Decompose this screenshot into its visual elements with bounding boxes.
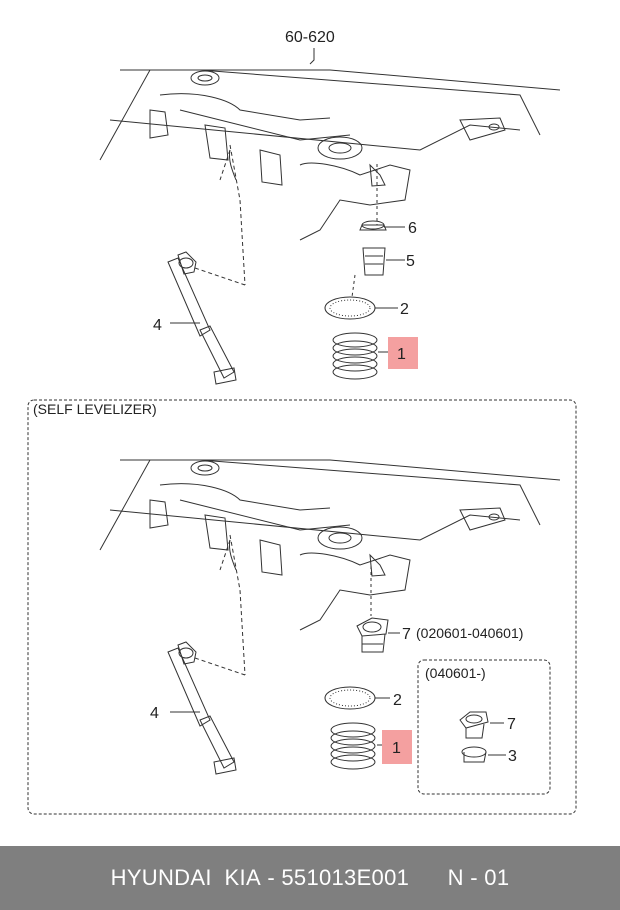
callout-4: 4	[153, 317, 162, 334]
inset-assembly: 7 (020601-040601) 2 4 1	[99, 459, 561, 775]
callout-4-inset: 4	[150, 705, 159, 722]
self-levelizer-inset	[27, 399, 577, 815]
sub-box-040601	[417, 659, 551, 795]
frame-drawing-top	[99, 69, 561, 286]
part-1-coil-spring-inset	[330, 722, 376, 770]
shock-absorber-top	[167, 251, 237, 385]
callout-6: 6	[408, 220, 417, 237]
reference-code: 60-620	[285, 29, 335, 46]
part-1-coil-spring-top	[332, 332, 378, 380]
frame-drawing-inset	[99, 459, 561, 676]
callout-5: 5	[406, 253, 415, 270]
part-7-mount-late	[459, 711, 489, 739]
shock-absorber-inset	[167, 641, 237, 775]
part-2-spring-seat-inset	[324, 686, 376, 710]
part-7-mount	[356, 617, 389, 653]
highlight-box-top	[388, 337, 418, 369]
part-2-spring-seat-top	[324, 296, 376, 320]
sub-box-parts: 7 3	[459, 711, 517, 765]
parts-diagram: 60-620 6 5 2 4 1 (	[27, 29, 577, 815]
part-6-cap	[359, 220, 387, 231]
inset-title: (SELF LEVELIZER)	[33, 401, 157, 417]
top-assembly: 60-620 6 5 2 4 1	[99, 29, 561, 385]
callout-2: 2	[400, 301, 409, 318]
callout-7: 7	[402, 626, 411, 643]
sub-callout-3: 3	[508, 748, 517, 765]
footer-separator: -	[260, 865, 282, 890]
footer-gap	[409, 865, 447, 891]
callout-2-inset: 2	[393, 692, 402, 709]
callout-7-range: (020601-040601)	[416, 625, 523, 641]
footer-part-number: 551013E001	[281, 865, 410, 890]
highlight-box-inset	[382, 730, 412, 764]
part-number-footer: HYUNDAI KIA - 551013E001 N - 01	[0, 846, 620, 910]
sub-callout-7: 7	[507, 716, 516, 733]
part-5-bumper	[362, 247, 386, 276]
part-3-seat	[461, 746, 487, 763]
sub-box-title: (040601-)	[425, 665, 486, 681]
footer-page: N - 01	[447, 865, 510, 890]
footer-brand: HYUNDAI KIA	[110, 865, 261, 890]
callout-1: 1	[397, 346, 406, 363]
callout-1-inset: 1	[392, 740, 401, 757]
